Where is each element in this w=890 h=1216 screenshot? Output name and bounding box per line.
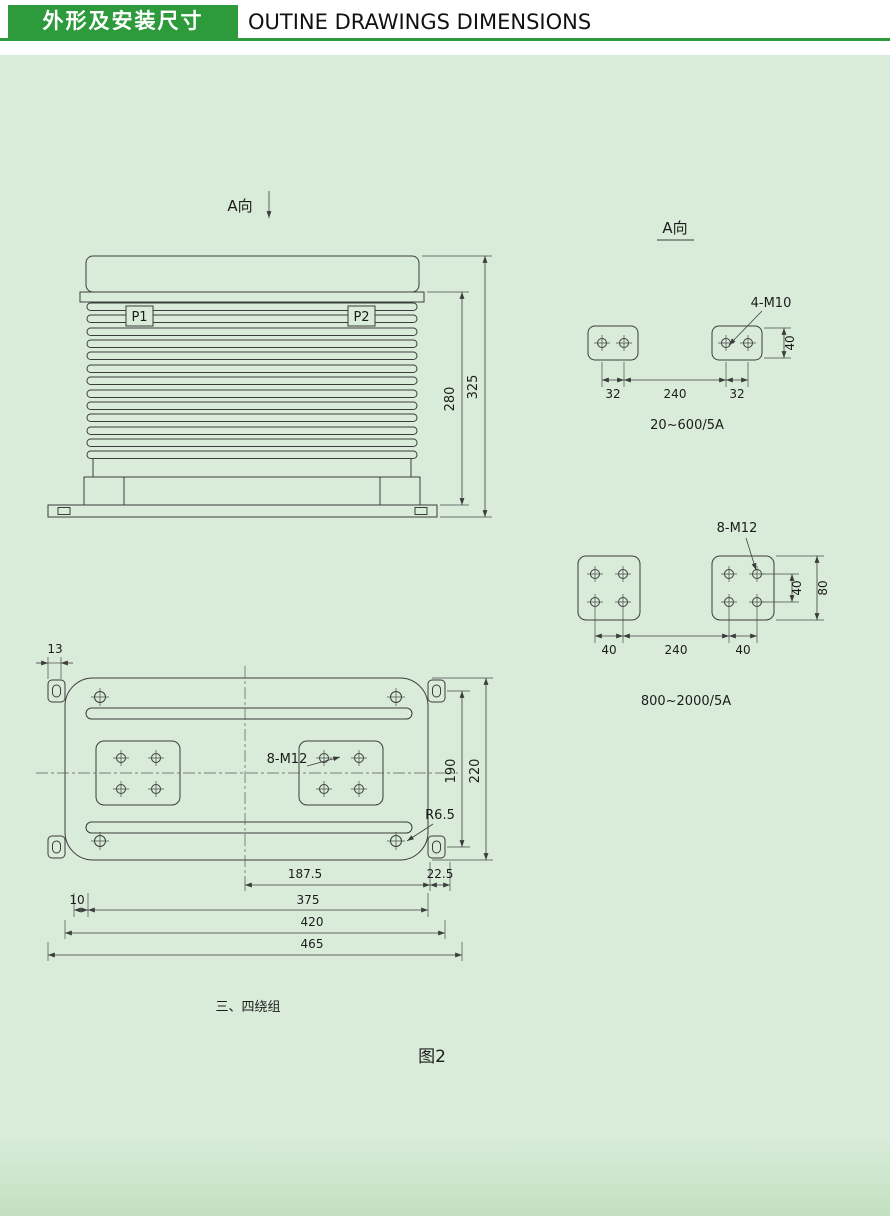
dim-375: 375 [297, 893, 320, 907]
header-rule [0, 38, 890, 41]
terminal-p2-box [347, 305, 376, 327]
terminal-p1-label: P1 [131, 310, 147, 325]
front-view-flange [79, 291, 425, 303]
dim-465: 465 [301, 937, 324, 951]
dim-220: 220 [468, 759, 483, 784]
aview-label: A向 [662, 219, 687, 237]
rating-small: 20~600/5A [650, 418, 724, 433]
corner-radius-callout: R6.5 [425, 808, 455, 823]
dim-40-rows: 40 [790, 580, 804, 595]
front-view-right-foot [379, 476, 421, 506]
dim-240-small: 240 [664, 387, 687, 401]
bolt-callout-4m10: 4-M10 [751, 296, 792, 311]
dim-40-right: 40 [735, 643, 750, 657]
terminal-plate4-left [577, 555, 641, 621]
front-view-top-cap [85, 255, 420, 293]
header-title-en: OUTINE DRAWINGS DIMENSIONS [248, 10, 592, 34]
dim-32-right: 32 [729, 387, 744, 401]
dim-13: 13 [47, 642, 62, 656]
dim-40-small: 40 [783, 335, 797, 350]
dim-190: 190 [444, 759, 459, 784]
dim-body-height: 280 [443, 387, 458, 412]
bolt-callout-8m12-plan: 8-M12 [267, 752, 308, 767]
dim-187-5: 187.5 [288, 867, 322, 881]
terminal-view-large: 8-M12 40 240 40 40 80 800~2000/5A [577, 521, 830, 709]
front-view: A向 P1 P2 [47, 191, 492, 518]
front-view-left-foot [83, 476, 125, 506]
header-title-cn: 外形及安装尺寸 [8, 5, 238, 38]
winding-note: 三、四绕组 [215, 1000, 280, 1015]
dim-80: 80 [816, 580, 830, 595]
rating-large: 800~2000/5A [641, 694, 731, 709]
plan-view: 8-M12 R6.5 13 190 220 187.5 22.5 [36, 642, 493, 1015]
dim-10: 10 [69, 893, 84, 907]
terminal-p2-label: P2 [353, 310, 369, 325]
dim-40-left: 40 [601, 643, 616, 657]
terminal-plate-right [711, 325, 763, 361]
dim-32-left: 32 [605, 387, 620, 401]
front-view-base-plate [47, 504, 438, 518]
plan-body [64, 677, 429, 861]
front-view-direction-label: A向 [227, 197, 252, 215]
bolt-callout-8m12-terminal: 8-M12 [717, 521, 758, 536]
page-header: 外形及安装尺寸 OUTINE DRAWINGS DIMENSIONS [0, 0, 890, 42]
dim-240-large: 240 [665, 643, 688, 657]
terminal-plate-left [587, 325, 639, 361]
dim-overall-height: 325 [466, 375, 481, 400]
cooling-fins [86, 302, 418, 459]
dim-22-5: 22.5 [427, 867, 454, 881]
dim-420: 420 [301, 915, 324, 929]
figure-caption: 图2 [418, 1047, 446, 1067]
terminal-p1-box [125, 305, 154, 327]
terminal-view-small: A向 4-M10 32 240 32 40 20~600/5A [587, 219, 797, 433]
terminal-plate4-right [711, 555, 775, 621]
